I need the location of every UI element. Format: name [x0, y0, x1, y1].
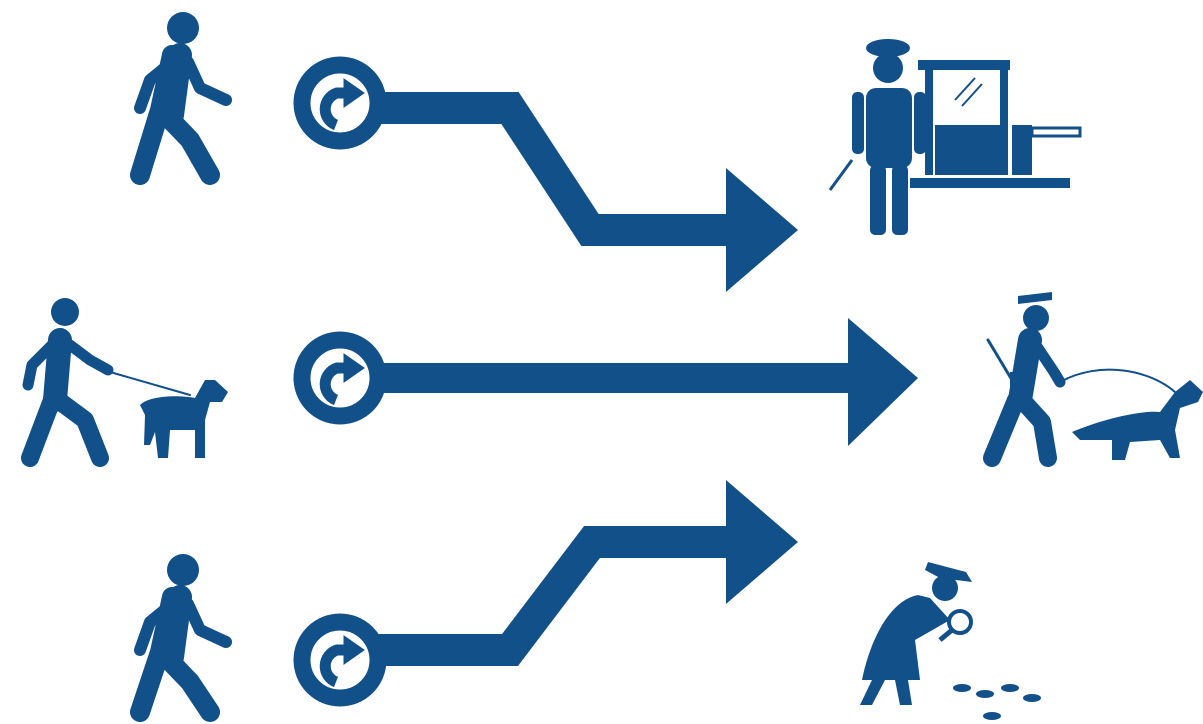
route-arrow-redirected-down: [302, 65, 798, 292]
redirect-arrow-circle-icon: [302, 65, 378, 141]
walking-person-icon: [140, 554, 226, 712]
redirect-arrow-circle-icon: [302, 340, 378, 416]
route-arrow-straight: [302, 318, 918, 446]
police-officer-with-k9-dog-icon: [988, 292, 1203, 460]
redirect-arrow-circle-icon: [302, 622, 378, 698]
person-walking-dog-icon: [28, 298, 228, 458]
walking-person-icon: [140, 12, 226, 175]
route-arrow-redirected-up: [302, 480, 798, 698]
security-guard-at-gatehouse-icon: [830, 39, 1080, 235]
detective-following-footprints-icon: [860, 562, 1041, 720]
